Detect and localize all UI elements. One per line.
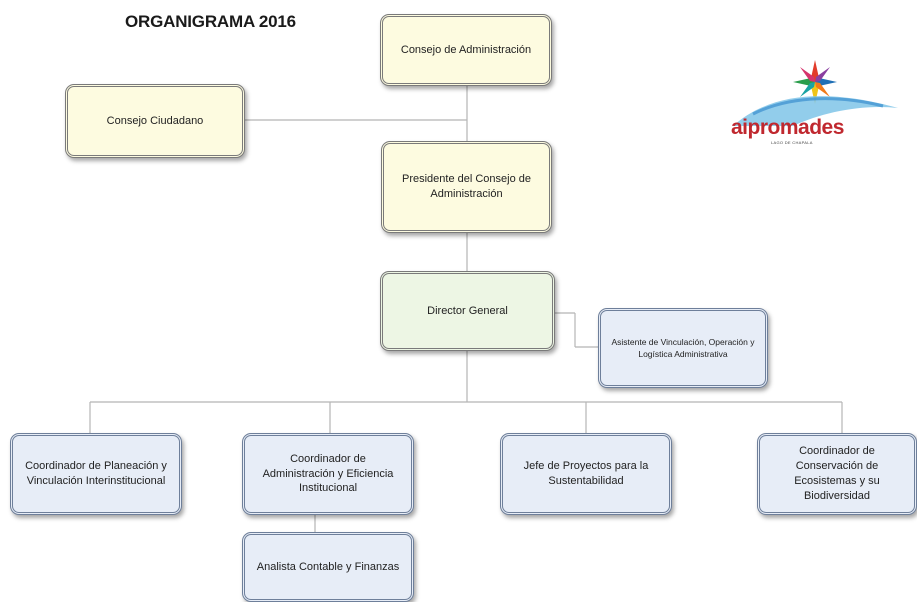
logo-tagline: LAGO DE CHAPALA xyxy=(771,140,813,145)
logo-star-icon xyxy=(733,60,898,126)
node-coord-planeacion: Coordinador de Planeación y Vinculación … xyxy=(10,433,182,515)
node-coord-conservacion: Coordinador de Conservación de Ecosistem… xyxy=(757,433,917,515)
node-director-general: Director General xyxy=(380,271,555,351)
node-coord-administracion: Coordinador de Administración y Eficienc… xyxy=(242,433,414,515)
logo-text: aipromades xyxy=(731,116,844,139)
aipromades-logo: aipromades LAGO DE CHAPALA xyxy=(713,30,917,164)
page-title: ORGANIGRAMA 2016 xyxy=(125,12,296,31)
node-consejo-administracion: Consejo de Administración xyxy=(380,14,552,86)
node-presidente: Presidente del Consejo de Administración xyxy=(381,141,552,233)
node-asistente: Asistente de Vinculación, Operación y Lo… xyxy=(598,308,768,388)
node-jefe-proyectos: Jefe de Proyectos para la Sustentabilida… xyxy=(500,433,672,515)
node-analista: Analista Contable y Finanzas xyxy=(242,532,414,602)
node-consejo-ciudadano: Consejo Ciudadano xyxy=(65,84,245,158)
